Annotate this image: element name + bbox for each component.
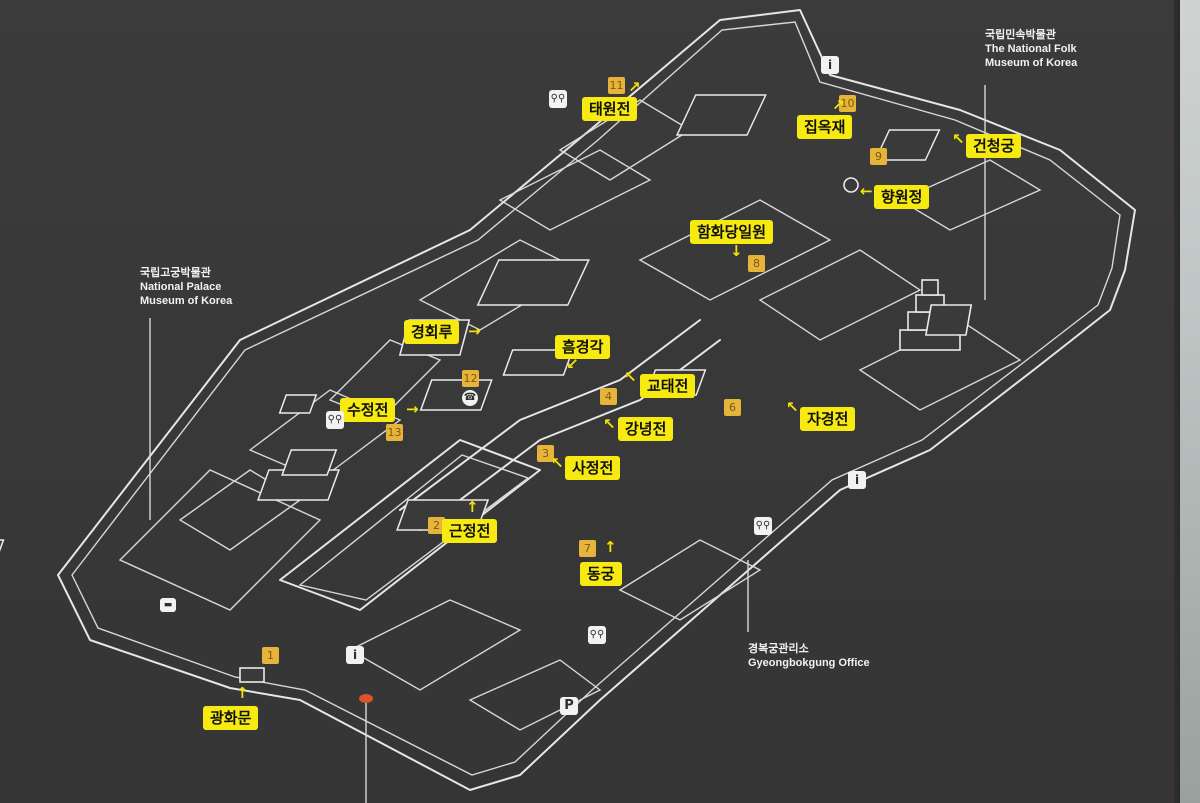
taewonjeon-building bbox=[675, 94, 767, 136]
label-taewonjeon[interactable]: 태원전 bbox=[582, 97, 638, 121]
arrow-geunjeongjeon: ↑ bbox=[466, 498, 479, 516]
marker-13[interactable]: 13 bbox=[386, 424, 403, 441]
folk-museum-ko: 국립민속박물관 bbox=[985, 29, 1056, 41]
marker-9[interactable]: 9 bbox=[870, 148, 887, 165]
parking-icon[interactable]: P bbox=[560, 697, 578, 715]
gwanghwamun-gate bbox=[239, 667, 265, 683]
arrow-geoncheonggung: ↖ bbox=[952, 130, 965, 148]
marker-8[interactable]: 8 bbox=[748, 255, 765, 272]
gangnyeongjeon-building bbox=[419, 379, 493, 411]
arrow-taewonjeon: ↗ bbox=[628, 78, 641, 96]
marker-11[interactable]: 11 bbox=[608, 77, 625, 94]
arrow-hyangwonjeong: ← bbox=[860, 182, 873, 200]
arrow-gangnyeongjeon: ↖ bbox=[603, 415, 616, 433]
label-donggung[interactable]: 동궁 bbox=[580, 562, 622, 586]
folk-museum-en-line2: Museum of Korea bbox=[985, 57, 1078, 69]
sujeongjeon-building bbox=[278, 394, 318, 414]
marker-1[interactable]: 1 bbox=[262, 647, 279, 664]
label-sujeongjeon[interactable]: 수정전 bbox=[340, 398, 396, 422]
palace-museum-en-line1: National Palace bbox=[140, 281, 222, 293]
palace-museum-en-line2: Museum of Korea bbox=[140, 295, 233, 307]
label-gangnyeongjeon[interactable]: 강녕전 bbox=[618, 417, 674, 441]
palace-museum-label: 국립고궁박물관 National Palace Museum of Korea bbox=[140, 266, 232, 308]
inner-wall bbox=[71, 21, 1121, 776]
restroom-icon[interactable]: ⚲⚲ bbox=[588, 626, 606, 644]
arrow-sajeongjeon: ↖ bbox=[551, 454, 564, 472]
label-gyeonghoeru[interactable]: 경회루 bbox=[404, 320, 460, 344]
hyangwonjeong-pavilion bbox=[843, 177, 859, 193]
marker-3[interactable]: 3 bbox=[537, 445, 554, 462]
arrow-donggung: ↑ bbox=[604, 538, 617, 556]
label-hyangwonjeong[interactable]: 향원정 bbox=[874, 185, 930, 209]
restroom-icon[interactable]: ⚲⚲ bbox=[754, 517, 772, 535]
info-icon[interactable]: i bbox=[346, 646, 364, 664]
palace-museum-building bbox=[0, 539, 5, 581]
geunjeongjeon-building bbox=[256, 449, 341, 501]
arrow-hamhwadang: ↓ bbox=[730, 242, 743, 260]
label-heumgyeonggak[interactable]: 흠경각 bbox=[555, 335, 611, 359]
label-geoncheonggung[interactable]: 건청궁 bbox=[966, 134, 1022, 158]
arrow-sujeongjeon: → bbox=[406, 400, 419, 418]
board-shadow bbox=[1174, 0, 1182, 803]
office-ko: 경복궁관리소 bbox=[748, 643, 809, 655]
arrow-gyotaejeon: ↖ bbox=[624, 368, 637, 386]
info-icon[interactable]: i bbox=[821, 56, 839, 74]
marker-2[interactable]: 2 bbox=[428, 517, 445, 534]
geoncheonggung-building bbox=[874, 129, 941, 161]
marker-12[interactable]: 12 bbox=[462, 370, 479, 387]
office-label: 경복궁관리소 Gyeongbokgung Office bbox=[748, 642, 870, 670]
office-en: Gyeongbokgung Office bbox=[748, 657, 870, 669]
arrow-heumgyeonggak: ↙ bbox=[566, 355, 579, 373]
folk-museum-hall bbox=[924, 304, 973, 336]
info-icon[interactable]: i bbox=[848, 471, 866, 489]
folk-museum-en-line1: The National Folk bbox=[985, 43, 1077, 55]
restroom-icon[interactable]: ⚲⚲ bbox=[549, 90, 567, 108]
label-jibokjae[interactable]: 집옥재 bbox=[797, 115, 853, 139]
ticket-icon[interactable]: ▬ bbox=[160, 598, 176, 612]
hamhwadang-building bbox=[476, 259, 590, 306]
label-sajeongjeon[interactable]: 사정전 bbox=[565, 456, 621, 480]
board-edge bbox=[1180, 0, 1200, 803]
arrow-gwanghwamun: ↑ bbox=[236, 684, 249, 702]
arrow-gyeonghoeru: → bbox=[468, 322, 481, 340]
you-are-here-marker bbox=[359, 694, 373, 703]
arrow-jibokjae: ↗ bbox=[832, 96, 845, 114]
marker-10[interactable]: 10 bbox=[839, 95, 856, 112]
arrow-jagyeongjeon: ↖ bbox=[786, 398, 799, 416]
marker-7[interactable]: 7 bbox=[579, 540, 596, 557]
label-hamhwadang[interactable]: 함화당일원 bbox=[690, 220, 774, 244]
label-gyotaejeon[interactable]: 교태전 bbox=[640, 374, 696, 398]
label-gwanghwamun[interactable]: 광화문 bbox=[203, 706, 259, 730]
label-geunjeongjeon[interactable]: 근정전 bbox=[442, 519, 498, 543]
palace-museum-ko: 국립고궁박물관 bbox=[140, 267, 211, 279]
marker-6[interactable]: 6 bbox=[724, 399, 741, 416]
label-jagyeongjeon[interactable]: 자경전 bbox=[800, 407, 856, 431]
outer-wall bbox=[57, 9, 1136, 791]
marker-4[interactable]: 4 bbox=[600, 388, 617, 405]
folk-museum-label: 국립민속박물관 The National Folk Museum of Kore… bbox=[985, 28, 1077, 70]
phone-icon[interactable]: ☎ bbox=[462, 390, 478, 406]
restroom-icon[interactable]: ⚲⚲ bbox=[326, 411, 344, 429]
